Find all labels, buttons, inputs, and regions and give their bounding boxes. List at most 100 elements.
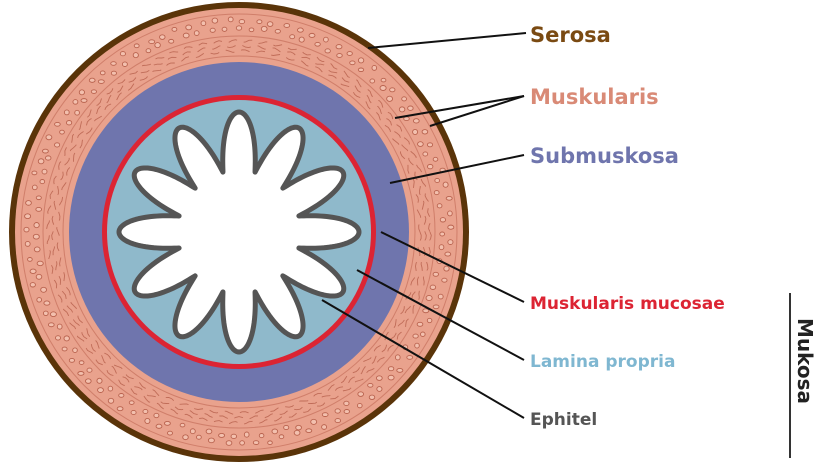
muscle-cell-dot bbox=[190, 429, 195, 434]
muscle-cell-dot bbox=[433, 305, 439, 309]
muscle-cell-dot bbox=[78, 372, 84, 376]
muscle-cell-dot bbox=[32, 185, 37, 190]
muscle-cell-dot bbox=[322, 425, 327, 430]
muscle-cell-dot bbox=[423, 309, 429, 313]
muscle-cell-dot bbox=[299, 37, 304, 42]
muscle-cell-dot bbox=[37, 261, 43, 265]
muscle-cell-dot bbox=[413, 119, 419, 123]
muscle-cell-dot bbox=[335, 409, 340, 413]
muscle-cell-dot bbox=[249, 28, 254, 32]
muscle-cell-dot bbox=[376, 376, 382, 381]
muscle-cell-dot bbox=[34, 247, 40, 252]
muscle-cell-dot bbox=[315, 42, 320, 46]
muscle-cell-dot bbox=[183, 435, 189, 440]
muscle-cell-dot bbox=[97, 378, 102, 383]
muscle-cell-dot bbox=[443, 182, 448, 187]
muscle-cell-dot bbox=[415, 343, 420, 348]
muscle-cell-dot bbox=[257, 20, 262, 24]
muscle-cell-dot bbox=[38, 159, 44, 164]
muscle-cell-dot bbox=[36, 196, 41, 200]
muscle-cell-dot bbox=[296, 425, 302, 430]
muscle-cell-dot bbox=[390, 88, 395, 92]
muscle-cell-dot bbox=[445, 252, 451, 256]
muscle-cell-dot bbox=[446, 196, 452, 200]
muscle-cell-dot bbox=[407, 356, 413, 360]
muscle-cell-dot bbox=[32, 171, 37, 175]
muscle-cell-dot bbox=[75, 110, 80, 115]
muscle-cell-dot bbox=[73, 100, 78, 105]
muscle-cell-dot bbox=[433, 272, 438, 276]
muscle-cell-dot bbox=[41, 287, 47, 292]
muscle-cell-dot bbox=[430, 285, 436, 289]
muscle-cell-dot bbox=[208, 438, 214, 443]
muscle-cell-dot bbox=[42, 169, 47, 174]
muscle-cell-dot bbox=[55, 122, 61, 126]
muscle-cell-dot bbox=[79, 90, 84, 95]
muscle-cell-dot bbox=[131, 410, 136, 414]
muscle-cell-dot bbox=[413, 334, 418, 338]
muscle-cell-dot bbox=[448, 240, 453, 245]
muskularis-mucosae-label: Muskularis mucosae bbox=[530, 294, 725, 314]
muscle-cell-dot bbox=[50, 312, 56, 317]
muscle-cell-dot bbox=[44, 301, 50, 305]
muscle-cell-dot bbox=[428, 164, 433, 168]
muscle-cell-dot bbox=[57, 324, 62, 329]
muscle-cell-dot bbox=[427, 143, 432, 147]
muscle-cell-dot bbox=[402, 97, 407, 101]
muscle-cell-dot bbox=[172, 27, 177, 31]
muscle-cell-dot bbox=[388, 375, 394, 380]
muscle-cell-dot bbox=[28, 258, 33, 262]
muscle-cell-dot bbox=[358, 68, 363, 72]
muscle-cell-dot bbox=[64, 336, 69, 341]
muscle-cell-dot bbox=[240, 441, 245, 445]
muscle-cell-dot bbox=[440, 232, 445, 236]
muscle-cell-dot bbox=[404, 117, 410, 121]
muscle-cell-dot bbox=[380, 86, 386, 91]
muscle-cell-dot bbox=[228, 17, 233, 22]
muscle-cell-dot bbox=[180, 423, 185, 427]
muscle-cell-dot bbox=[85, 379, 91, 384]
muscle-cell-dot bbox=[117, 407, 123, 411]
muscle-cell-dot bbox=[324, 37, 329, 42]
muscle-cell-dot bbox=[98, 80, 104, 84]
muscle-cell-dot bbox=[335, 419, 341, 423]
muscle-cell-dot bbox=[434, 191, 439, 195]
muscle-cell-dot bbox=[272, 429, 278, 434]
muscle-cell-dot bbox=[448, 225, 454, 229]
muscle-cell-dot bbox=[259, 434, 264, 438]
muscle-cell-dot bbox=[397, 368, 403, 372]
muscle-cell-dot bbox=[336, 45, 342, 49]
muscle-cell-dot bbox=[100, 71, 105, 75]
muscle-cell-dot bbox=[309, 33, 315, 37]
muscle-cell-dot bbox=[66, 120, 71, 124]
muscle-cell-dot bbox=[108, 398, 114, 403]
muscle-cell-dot bbox=[344, 410, 349, 414]
muscle-cell-dot bbox=[212, 18, 218, 23]
muscle-cell-dot bbox=[350, 61, 355, 65]
mukosa-bracket: Mukosa bbox=[790, 293, 814, 458]
muscle-cell-dot bbox=[111, 71, 116, 75]
muscle-cell-dot bbox=[25, 214, 31, 219]
muscle-cell-dot bbox=[186, 25, 192, 30]
muskularis-label: Muskularis bbox=[530, 85, 659, 109]
muscle-cell-dot bbox=[239, 20, 245, 24]
muscle-cell-dot bbox=[154, 413, 159, 417]
muscle-cell-dot bbox=[26, 201, 32, 206]
muscle-cell-dot bbox=[297, 28, 303, 32]
muscle-cell-dot bbox=[145, 418, 150, 423]
muscle-cell-dot bbox=[377, 387, 382, 392]
muscle-cell-dot bbox=[120, 52, 125, 56]
muscle-cell-dot bbox=[253, 441, 259, 445]
muscle-cell-dot bbox=[156, 424, 162, 428]
muscle-cell-dot bbox=[275, 29, 280, 33]
serosa-leader bbox=[368, 33, 526, 48]
muscle-cell-dot bbox=[418, 142, 424, 147]
muscle-cell-dot bbox=[98, 388, 104, 393]
muscle-cell-dot bbox=[426, 295, 432, 300]
lamina-propria-label: Lamina propria bbox=[530, 352, 675, 372]
muscle-cell-dot bbox=[381, 78, 386, 82]
muscle-cell-dot bbox=[62, 347, 67, 351]
muscle-cell-dot bbox=[87, 368, 92, 372]
muscle-cell-dot bbox=[143, 409, 148, 413]
